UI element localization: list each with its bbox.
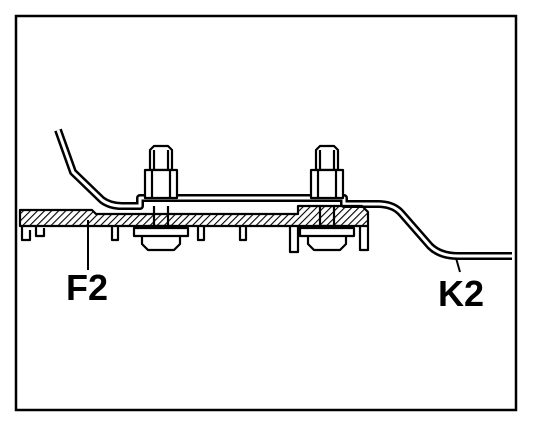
leader-k2	[455, 257, 461, 273]
panel-k2	[54, 128, 512, 260]
bracket-f2	[18, 204, 370, 254]
label-k2: K2	[438, 273, 484, 314]
bolt-1	[132, 144, 190, 252]
bolt-2	[298, 144, 356, 252]
label-f2: F2	[66, 267, 108, 308]
drawing-frame	[14, 14, 518, 412]
